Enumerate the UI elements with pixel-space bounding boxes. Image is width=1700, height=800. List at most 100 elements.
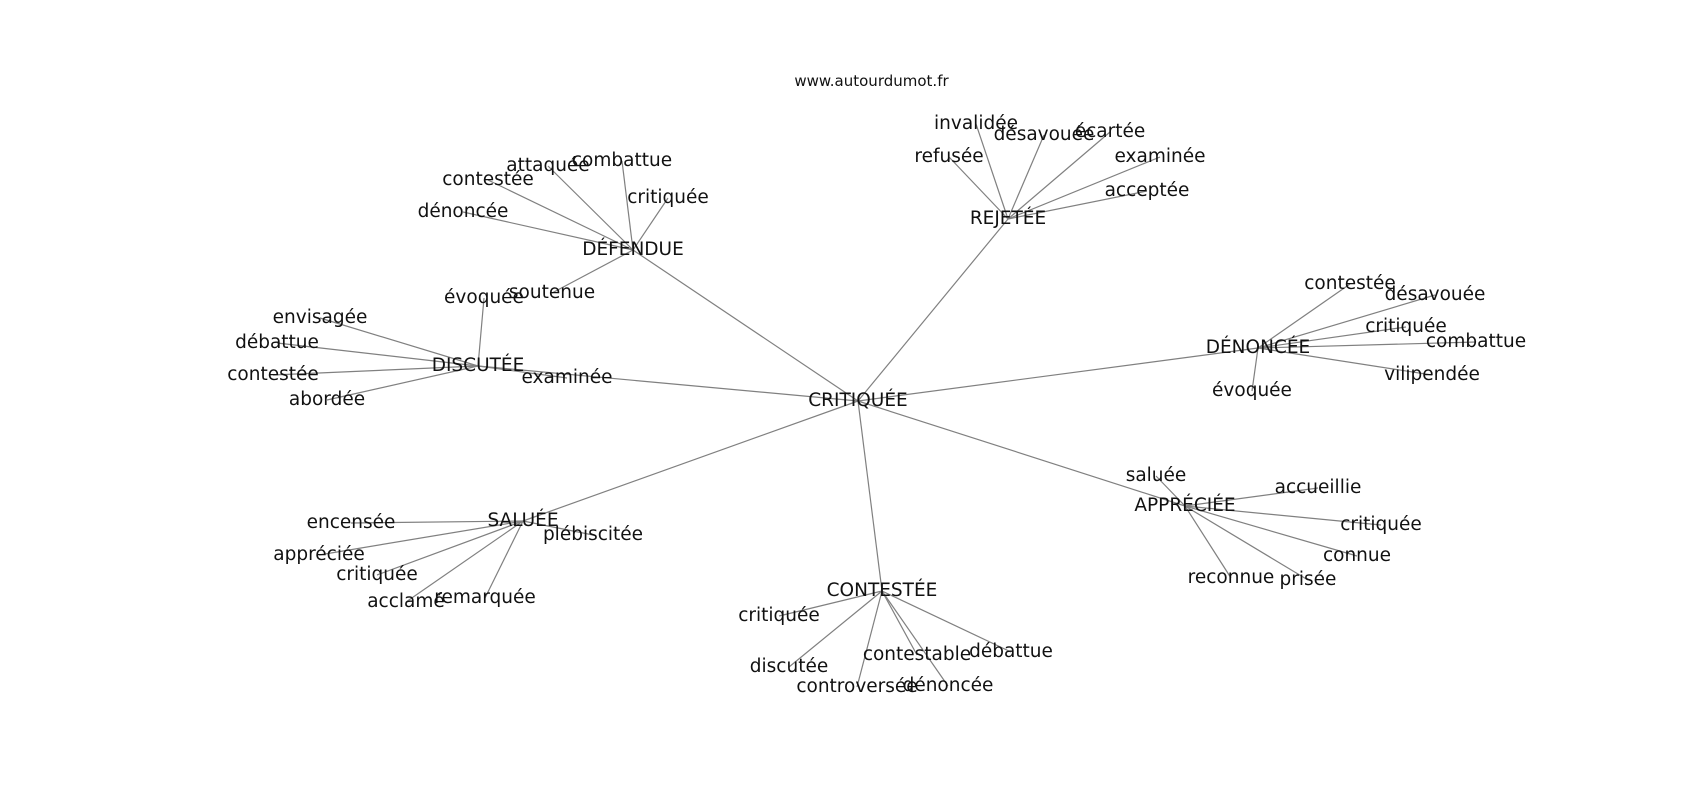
graph-labels: attaquéecombattuecontestéecritiquéedénon… — [227, 113, 1526, 697]
edge-saluee-leaf-4 — [405, 520, 524, 603]
leaf-node-denoncee-5: évoquée — [1212, 380, 1292, 401]
leaf-node-saluee-3: critiquée — [336, 564, 418, 585]
leaf-node-rejetee-3: refusée — [914, 146, 983, 167]
leaf-node-appreciee-3: connue — [1323, 545, 1391, 566]
leaf-node-saluee-0: encensée — [307, 512, 396, 533]
leaf-node-contestee-4: controversée — [796, 676, 917, 697]
edge-denoncee-leaf-3 — [1257, 341, 1477, 349]
edge-center-saluee — [522, 400, 859, 522]
hub-node-defendue: DÉFENDUE — [582, 238, 684, 260]
leaf-node-saluee-2: appréciée — [273, 544, 364, 565]
leaf-node-discutee-3: contestée — [227, 364, 319, 385]
leaf-node-contestee-1: discutée — [750, 656, 828, 677]
edge-contestee-leaf-2 — [881, 590, 918, 656]
leaf-node-appreciee-1: accueillie — [1275, 477, 1362, 498]
edge-center-contestee — [857, 400, 883, 592]
edge-contestee-leaf-0 — [778, 590, 883, 617]
leaf-node-appreciee-2: critiquée — [1340, 514, 1422, 535]
edge-rejetee-leaf-2 — [1007, 131, 1111, 220]
leaf-node-contestee-3: débattue — [969, 641, 1053, 662]
edge-saluee-leaf-3 — [376, 520, 524, 576]
leaf-node-denoncee-4: vilipendée — [1384, 364, 1480, 385]
leaf-node-defendue-2: contestée — [442, 169, 534, 190]
edge-contestee-leaf-5 — [881, 590, 949, 687]
edge-appreciee-leaf-4 — [1184, 505, 1232, 579]
edge-rejetee-leaf-3 — [948, 156, 1009, 220]
leaf-node-discutee-5: examinée — [522, 367, 613, 388]
center-node: CRITIQUÉE — [808, 389, 907, 411]
leaf-node-defendue-5: soutenue — [509, 282, 595, 303]
edge-rejetee-leaf-0 — [975, 123, 1009, 220]
leaf-node-saluee-5: remarquée — [434, 587, 535, 608]
edge-defendue-leaf-0 — [547, 165, 634, 251]
edge-denoncee-leaf-5 — [1251, 347, 1259, 392]
edge-saluee-leaf-5 — [484, 520, 524, 599]
leaf-node-discutee-1: envisagée — [273, 307, 368, 328]
edge-discutee-leaf-0 — [477, 297, 485, 367]
leaf-node-defendue-4: dénoncée — [418, 201, 509, 222]
edge-appreciee-leaf-5 — [1184, 505, 1309, 581]
edge-discutee-leaf-2 — [276, 342, 479, 367]
edge-denoncee-leaf-4 — [1257, 347, 1433, 376]
hub-node-saluee: SALUÉE — [487, 509, 558, 531]
leaf-node-contestee-2: contestable — [863, 644, 971, 665]
edge-saluee-leaf-0 — [350, 520, 524, 524]
leaf-node-rejetee-2: écartée — [1075, 121, 1146, 142]
edge-appreciee-leaf-0 — [1155, 475, 1186, 507]
edge-saluee-leaf-1 — [522, 520, 594, 536]
leaf-node-rejetee-4: examinée — [1115, 146, 1206, 167]
edge-discutee-leaf-1 — [319, 317, 479, 367]
edge-contestee-leaf-4 — [856, 590, 883, 688]
leaf-node-rejetee-0: invalidée — [934, 113, 1018, 134]
leaf-node-rejetee-5: acceptée — [1105, 180, 1190, 201]
edge-rejetee-leaf-5 — [1007, 190, 1148, 220]
edge-rejetee-leaf-1 — [1007, 134, 1045, 220]
hub-node-rejetee: REJETÉE — [970, 207, 1046, 229]
leaf-node-appreciee-5: prisée — [1280, 569, 1337, 590]
leaf-node-denoncee-3: combattue — [1426, 331, 1526, 352]
leaf-node-contestee-5: dénoncée — [903, 675, 994, 696]
edge-denoncee-leaf-0 — [1257, 283, 1351, 349]
edge-defendue-leaf-4 — [462, 211, 634, 251]
leaf-node-defendue-3: critiquée — [627, 187, 709, 208]
edge-center-defendue — [632, 249, 859, 402]
edge-denoncee-leaf-2 — [1257, 326, 1407, 349]
edge-defendue-leaf-3 — [632, 197, 669, 251]
leaf-node-defendue-0: attaquée — [506, 155, 589, 176]
edge-denoncee-leaf-1 — [1257, 294, 1436, 349]
edge-appreciee-leaf-2 — [1184, 505, 1382, 526]
edge-center-denoncee — [857, 347, 1259, 402]
edge-center-discutee — [477, 365, 859, 402]
leaf-node-saluee-1: plébiscitée — [543, 524, 643, 545]
edge-appreciee-leaf-1 — [1184, 487, 1319, 507]
leaf-node-appreciee-4: reconnue — [1188, 567, 1275, 588]
edge-appreciee-leaf-3 — [1184, 505, 1358, 557]
leaf-node-discutee-2: débattue — [235, 332, 319, 353]
leaf-node-rejetee-1: désavouée — [994, 124, 1095, 145]
leaf-node-contestee-0: critiquée — [738, 605, 820, 626]
hub-node-denoncee: DÉNONCÉE — [1206, 336, 1310, 358]
edge-contestee-leaf-3 — [881, 590, 1012, 653]
hub-node-contestee: CONTESTÉE — [827, 579, 938, 601]
leaf-node-appreciee-0: saluée — [1126, 465, 1187, 486]
hub-node-appreciee: APPRÉCIÉE — [1134, 494, 1235, 516]
edge-contestee-leaf-1 — [788, 590, 883, 668]
leaf-node-denoncee-2: critiquée — [1365, 316, 1447, 337]
edge-center-appreciee — [857, 400, 1186, 507]
edge-defendue-leaf-5 — [551, 249, 634, 294]
leaf-node-defendue-1: combattue — [572, 150, 672, 171]
hub-node-discutee: DISCUTÉE — [432, 354, 525, 376]
edge-defendue-leaf-1 — [621, 160, 634, 251]
site-watermark: www.autourdumot.fr — [794, 72, 949, 90]
edge-discutee-leaf-4 — [326, 365, 479, 401]
edge-discutee-leaf-5 — [477, 365, 568, 379]
leaf-node-saluee-4: acclamé — [367, 591, 445, 612]
edge-defendue-leaf-2 — [487, 179, 634, 251]
leaf-node-discutee-0: évoquée — [444, 287, 524, 308]
edge-center-rejetee — [857, 218, 1009, 402]
leaf-node-discutee-4: abordée — [289, 389, 365, 410]
leaf-node-denoncee-0: contestée — [1304, 273, 1396, 294]
graph-edges — [272, 123, 1477, 688]
edge-discutee-leaf-3 — [272, 365, 479, 376]
